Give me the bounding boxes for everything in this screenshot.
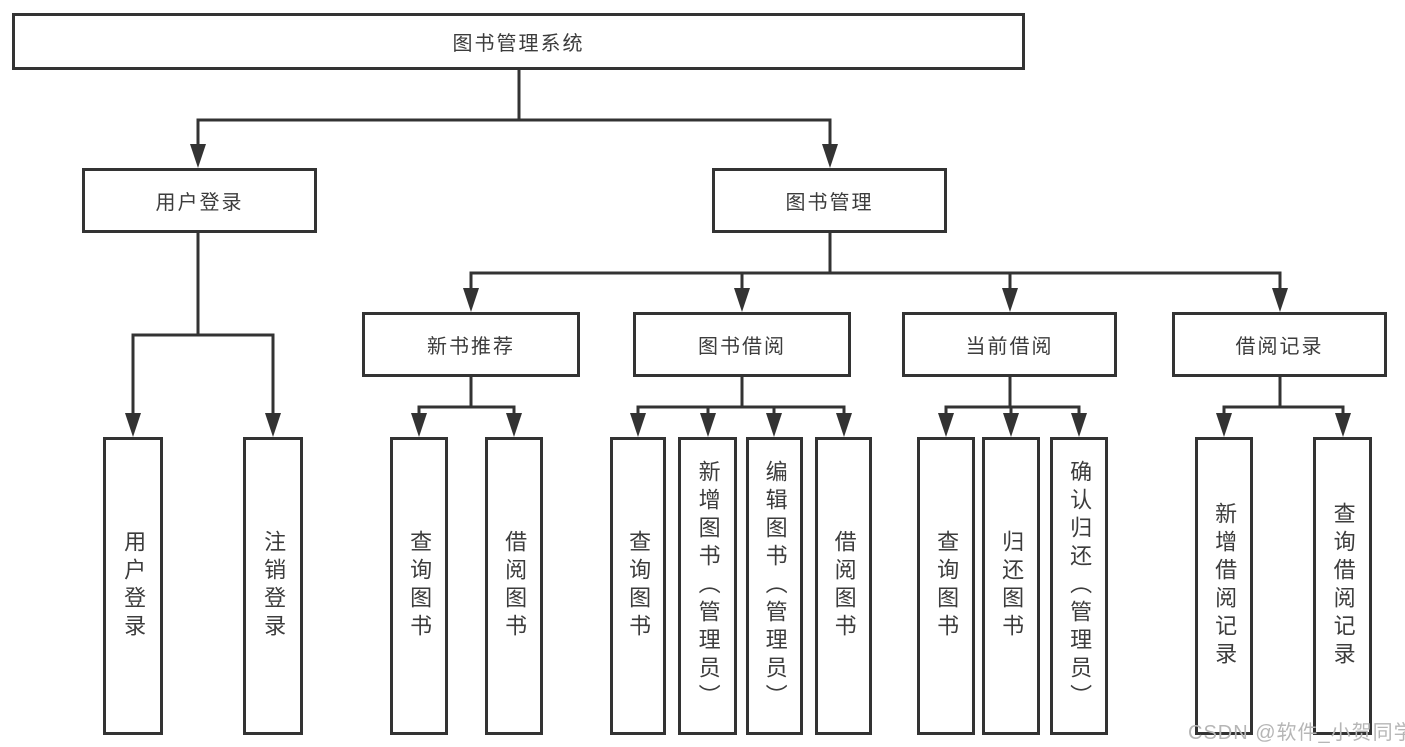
leaf-borrow-books-recommend-label: 借阅图书 bbox=[502, 530, 528, 642]
leaf-edit-books-admin: 编辑图书（管理员） bbox=[746, 437, 803, 735]
node-book-management: 图书管理 bbox=[712, 168, 947, 233]
leaf-borrow-books-label: 借阅图书 bbox=[831, 530, 857, 642]
leaf-add-borrow-record-label: 新增借阅记录 bbox=[1212, 502, 1238, 670]
arrow-down-icons bbox=[125, 144, 1351, 437]
leaf-query-books-recommend: 查询图书 bbox=[390, 437, 448, 735]
leaf-confirm-return-admin: 确认归还（管理员） bbox=[1050, 437, 1108, 735]
leaf-query-books-borrowing: 查询图书 bbox=[610, 437, 666, 735]
node-borrowing-records: 借阅记录 bbox=[1172, 312, 1387, 377]
leaf-query-books-borrowing-label: 查询图书 bbox=[626, 530, 652, 642]
csdn-watermark: CSDN @软件_小贺同学 bbox=[1188, 722, 1405, 744]
leaf-query-borrow-record-label: 查询借阅记录 bbox=[1330, 502, 1356, 670]
node-current-borrowing: 当前借阅 bbox=[902, 312, 1117, 377]
leaf-query-books-recommend-label: 查询图书 bbox=[407, 530, 433, 642]
node-user-login: 用户登录 bbox=[82, 168, 317, 233]
leaf-add-borrow-record: 新增借阅记录 bbox=[1195, 437, 1253, 735]
leaf-add-books-admin: 新增图书（管理员） bbox=[678, 437, 737, 735]
leaf-borrow-books-recommend: 借阅图书 bbox=[485, 437, 543, 735]
leaf-logout: 注销登录 bbox=[243, 437, 303, 735]
node-new-book-recommend: 新书推荐 bbox=[362, 312, 580, 377]
leaf-logout-label: 注销登录 bbox=[261, 530, 287, 642]
leaf-borrow-books: 借阅图书 bbox=[815, 437, 872, 735]
leaf-user-login-label: 用户登录 bbox=[121, 530, 147, 642]
leaf-edit-books-admin-label: 编辑图书（管理员） bbox=[762, 460, 788, 712]
leaf-query-borrow-record: 查询借阅记录 bbox=[1313, 437, 1372, 735]
leaf-query-books-current-label: 查询图书 bbox=[934, 530, 960, 642]
leaf-return-books-label: 归还图书 bbox=[999, 530, 1025, 642]
leaf-add-books-admin-label: 新增图书（管理员） bbox=[695, 460, 721, 712]
leaf-confirm-return-admin-label: 确认归还（管理员） bbox=[1067, 460, 1093, 712]
leaf-user-login: 用户登录 bbox=[103, 437, 163, 735]
node-book-borrowing: 图书借阅 bbox=[633, 312, 851, 377]
leaf-return-books: 归还图书 bbox=[982, 437, 1040, 735]
node-library-system: 图书管理系统 bbox=[12, 13, 1025, 70]
leaf-query-books-current: 查询图书 bbox=[917, 437, 975, 735]
